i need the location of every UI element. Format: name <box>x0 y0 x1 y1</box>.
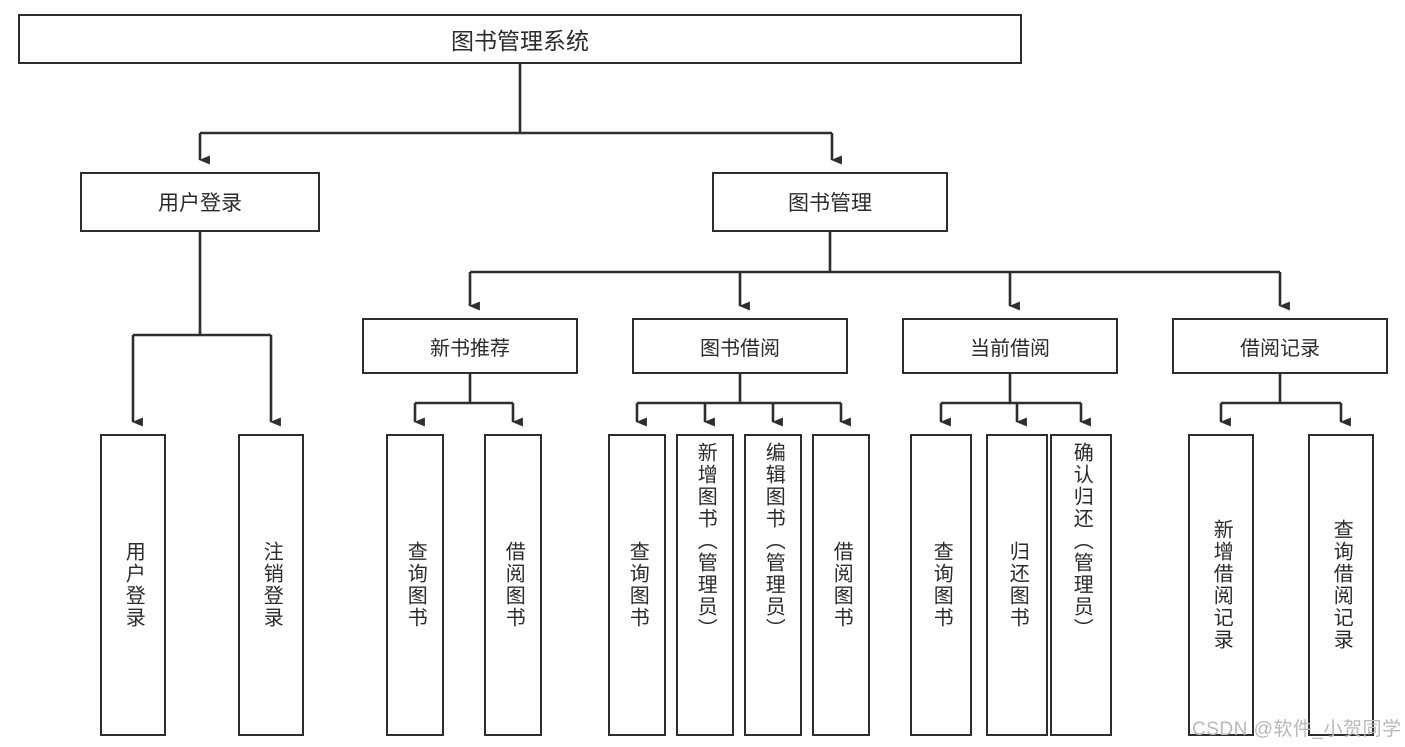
node-book-borrow[interactable]: 图书借阅 <box>632 318 848 374</box>
node-label: 图书管理 <box>788 192 872 215</box>
node-leaf-borrow-book[interactable]: 借阅图书 <box>812 434 870 736</box>
node-label: 归还图书 <box>1006 541 1029 629</box>
node-label: 编辑图书（管理员） <box>762 442 785 640</box>
node-root-system[interactable]: 图书管理系统 <box>18 14 1022 64</box>
node-label: 新增借阅记录 <box>1210 519 1233 651</box>
node-leaf-borrow-book-recommend[interactable]: 借阅图书 <box>484 434 542 736</box>
node-label: 注销登录 <box>260 541 283 629</box>
node-label: 当前借阅 <box>970 337 1050 360</box>
node-leaf-add-book-admin[interactable]: 新增图书（管理员） <box>676 434 734 736</box>
node-leaf-return-book[interactable]: 归还图书 <box>986 434 1048 736</box>
node-label: 查询图书 <box>404 541 427 629</box>
node-label: 借阅图书 <box>830 541 853 629</box>
node-label: 查询图书 <box>930 541 953 629</box>
node-label: 新书推荐 <box>430 337 510 360</box>
node-leaf-edit-book-admin[interactable]: 编辑图书（管理员） <box>744 434 802 736</box>
node-user-login[interactable]: 用户登录 <box>80 172 320 232</box>
node-label: 新增图书（管理员） <box>694 442 717 640</box>
node-leaf-confirm-return-admin[interactable]: 确认归还（管理员） <box>1050 434 1112 736</box>
node-leaf-query-book-recommend[interactable]: 查询图书 <box>386 434 444 736</box>
node-label: 图书借阅 <box>700 337 780 360</box>
node-label: 借阅图书 <box>502 541 525 629</box>
node-borrow-record[interactable]: 借阅记录 <box>1172 318 1388 374</box>
node-label: 用户登录 <box>122 541 145 629</box>
node-leaf-add-borrow-record[interactable]: 新增借阅记录 <box>1188 434 1254 736</box>
node-label: 查询图书 <box>626 541 649 629</box>
node-leaf-query-book-current[interactable]: 查询图书 <box>910 434 972 736</box>
node-label: 借阅记录 <box>1240 337 1320 360</box>
node-current-borrow[interactable]: 当前借阅 <box>902 318 1118 374</box>
node-label: 确认归还（管理员） <box>1070 442 1093 640</box>
node-label: 图书管理系统 <box>451 28 589 54</box>
watermark-text: CSDN @软件_小贺同学 <box>1192 719 1402 740</box>
node-label: 查询借阅记录 <box>1330 519 1353 651</box>
node-new-book-recommend[interactable]: 新书推荐 <box>362 318 578 374</box>
node-leaf-query-borrow-record[interactable]: 查询借阅记录 <box>1308 434 1374 736</box>
node-book-management[interactable]: 图书管理 <box>712 172 948 232</box>
node-label: 用户登录 <box>158 192 242 215</box>
node-leaf-user-logout[interactable]: 注销登录 <box>238 434 304 736</box>
node-leaf-user-login[interactable]: 用户登录 <box>100 434 166 736</box>
node-leaf-query-book-borrow[interactable]: 查询图书 <box>608 434 666 736</box>
